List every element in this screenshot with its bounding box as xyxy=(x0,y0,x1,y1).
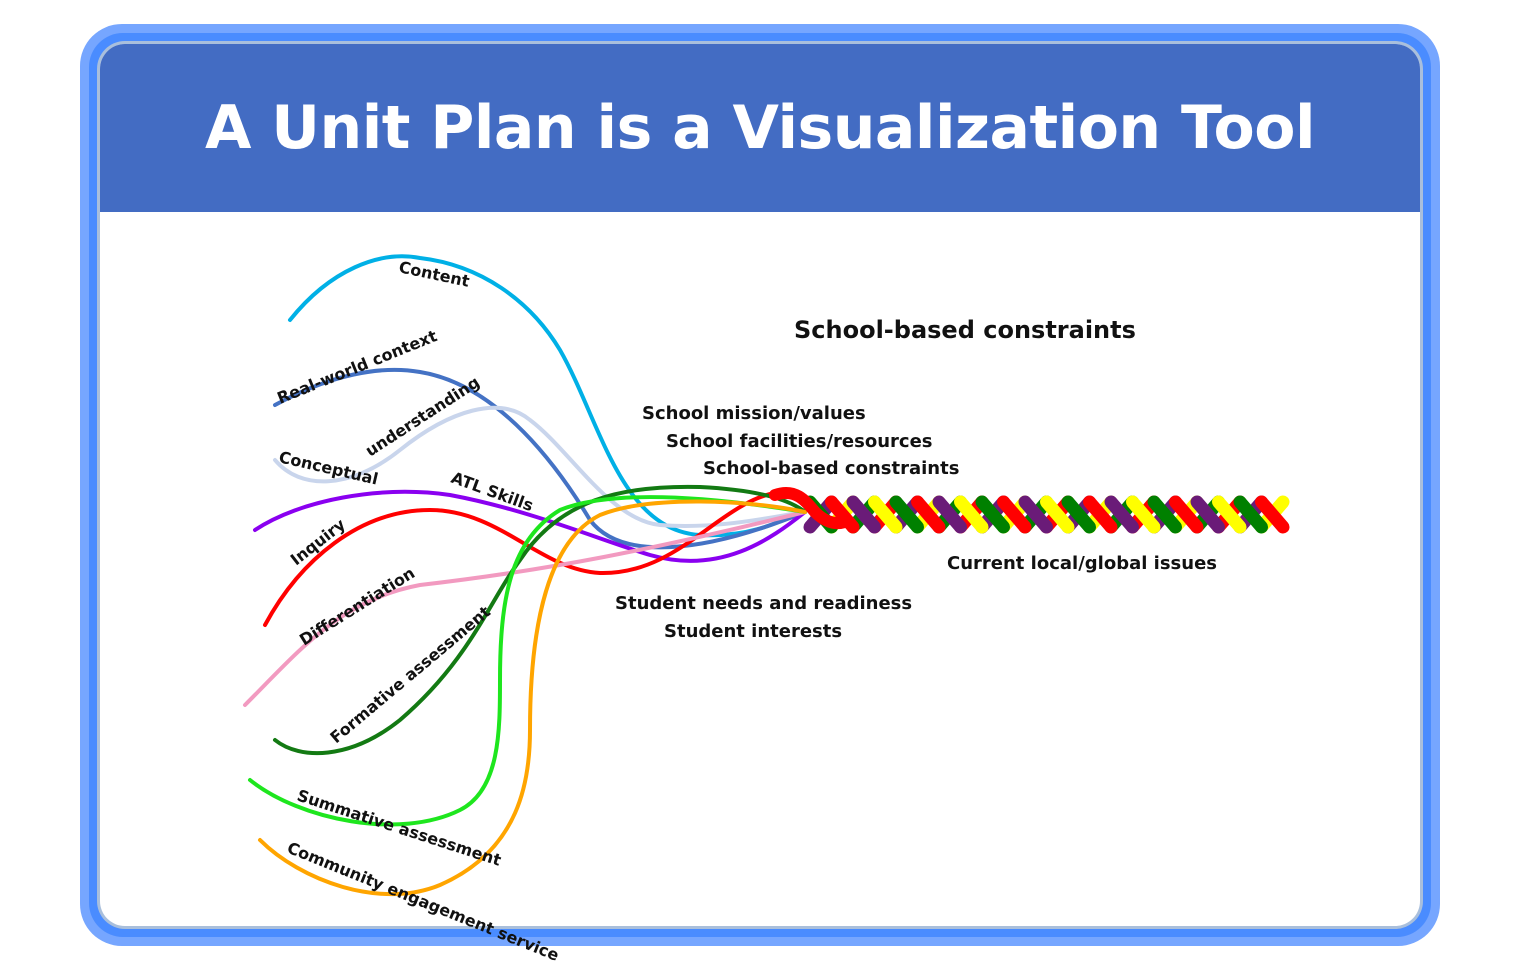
strand-label-community: Community engagement service xyxy=(285,838,562,965)
braid-segment-over xyxy=(1147,495,1182,534)
braid-segment-over xyxy=(911,495,946,534)
braid-segment-over xyxy=(1018,495,1053,534)
braid-segment-over xyxy=(868,495,903,534)
frame-border: A Unit Plan is a Visualization Tool xyxy=(89,33,1431,937)
strand-differentiation xyxy=(243,510,807,707)
label-issues: Current local/global issues xyxy=(947,553,1217,574)
braid-segment-over xyxy=(1169,495,1204,534)
braid-segment-over xyxy=(889,495,924,534)
label-mission: School mission/values xyxy=(642,403,866,424)
strand-label-formative: Formative assessment xyxy=(326,602,494,747)
strand-label-real-world: Real-world context xyxy=(274,326,440,408)
braid-segment-over xyxy=(1040,495,1075,534)
strand-label-differentiation: Differentiation xyxy=(296,563,418,649)
content-panel: A Unit Plan is a Visualization Tool xyxy=(100,44,1420,926)
strand-label-conceptual-2: understanding xyxy=(362,372,483,460)
strand-label-atl: ATL Skills xyxy=(449,468,536,515)
braid-segment-over xyxy=(1061,495,1096,534)
frame-border-inner: A Unit Plan is a Visualization Tool xyxy=(97,41,1423,929)
braid-segment-over xyxy=(1083,495,1118,534)
braid-segment-over xyxy=(846,495,881,534)
braid-segment-over xyxy=(975,495,1010,534)
strand-formative-assessment xyxy=(273,484,807,756)
page-title: A Unit Plan is a Visualization Tool xyxy=(204,93,1316,163)
strand-community-engagement-service xyxy=(258,499,807,897)
braid-segment-over xyxy=(1190,495,1225,534)
label-interests: Student interests xyxy=(664,621,842,642)
braid-segment-over xyxy=(932,495,967,534)
braid-segment-over xyxy=(1233,495,1268,534)
strand-summative-assessment xyxy=(248,495,807,827)
strand-label-content: Content xyxy=(397,257,471,291)
strand-content xyxy=(288,254,807,538)
braid-segment-over xyxy=(1212,495,1247,534)
braid-segment-over xyxy=(1255,495,1290,534)
label-constraints: School-based constraints xyxy=(703,458,959,479)
strand-label-inquiry: Inquiry xyxy=(287,514,350,569)
braid-red-entry xyxy=(769,487,851,530)
constraints-heading: School-based constraints xyxy=(794,316,1136,344)
label-facilities: School facilities/resources xyxy=(666,431,933,452)
outer-frame: A Unit Plan is a Visualization Tool xyxy=(80,24,1440,946)
braid-segment-over xyxy=(1104,495,1139,534)
braid-segment-over xyxy=(954,495,989,534)
braid-segment-over xyxy=(997,495,1032,534)
title-banner: A Unit Plan is a Visualization Tool xyxy=(100,44,1420,212)
braid-segment-over xyxy=(1126,495,1161,534)
label-needs: Student needs and readiness xyxy=(615,593,912,614)
strand-real-world-context xyxy=(273,367,807,550)
